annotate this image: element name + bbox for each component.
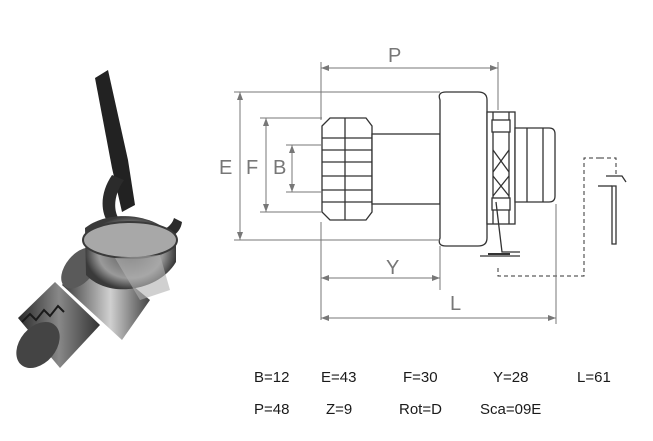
- spec-rot: Rot=D: [399, 401, 442, 418]
- pinion-gear: [16, 282, 100, 369]
- dimension-label-y: Y: [386, 257, 399, 279]
- dimension-label-e: E: [219, 157, 232, 179]
- dimension-label-p: P: [388, 45, 401, 67]
- lever-outline: [497, 157, 617, 277]
- dimension-label-l: L: [450, 293, 461, 315]
- spec-f: F=30: [403, 369, 438, 386]
- dimension-labels: P E F B Y L: [219, 45, 461, 315]
- spec-p: P=48: [254, 401, 290, 418]
- spec-l: L=61: [577, 369, 611, 386]
- dimension-arrows: [237, 65, 556, 321]
- dimension-label-b: B: [273, 157, 286, 179]
- spec-sca: Sca=09E: [480, 401, 542, 418]
- dimension-label-f: F: [246, 157, 258, 179]
- spec-y: Y=28: [493, 369, 529, 386]
- clutch-housing: [82, 216, 178, 300]
- spec-e: E=43: [321, 369, 357, 386]
- spec-z: Z=9: [326, 401, 353, 418]
- drawing-outline: [321, 91, 627, 257]
- spec-b: B=12: [254, 369, 290, 386]
